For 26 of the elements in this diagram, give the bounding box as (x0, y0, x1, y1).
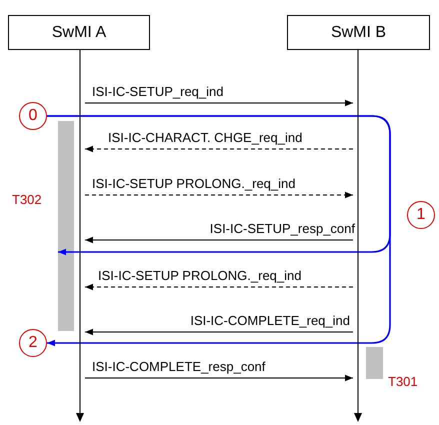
message-arrow (84, 284, 354, 290)
edge-label: ISI-IC-COMPLETE_resp_conf (92, 359, 266, 374)
timer-label: T302 (12, 192, 42, 207)
participant-box: SwMI B (287, 15, 430, 50)
flow-arrow (47, 115, 391, 346)
timer-bar (58, 121, 74, 331)
edge-label: ISI-IC-SETUP PROLONG._req_ind (92, 176, 296, 191)
step-number: 2 (19, 329, 47, 357)
message-arrow (84, 100, 354, 106)
edge-label: ISI-IC-CHARACT. CHGE_req_ind (108, 130, 302, 145)
step-number: 0 (19, 102, 47, 130)
message-arrow (84, 374, 354, 382)
step-number: 1 (407, 201, 435, 229)
message-arrow (84, 236, 354, 244)
participant-box: SwMI A (8, 15, 150, 50)
timer-bar (366, 347, 383, 379)
edge-label: ISI-IC-COMPLETE_req_ind (190, 313, 350, 328)
edge-label: ISI-IC-SETUP_resp_conf (210, 221, 355, 236)
timer-label: T301 (388, 374, 418, 389)
message-arrow (84, 328, 354, 336)
edge-label: ISI-IC-SETUP PROLONG._req_ind (98, 268, 302, 283)
edge-label: ISI-IC-SETUP_req_ind (92, 84, 224, 99)
lifeline (75, 50, 85, 422)
message-arrow (84, 146, 354, 152)
lifeline (353, 50, 363, 422)
message-arrow (84, 192, 354, 198)
